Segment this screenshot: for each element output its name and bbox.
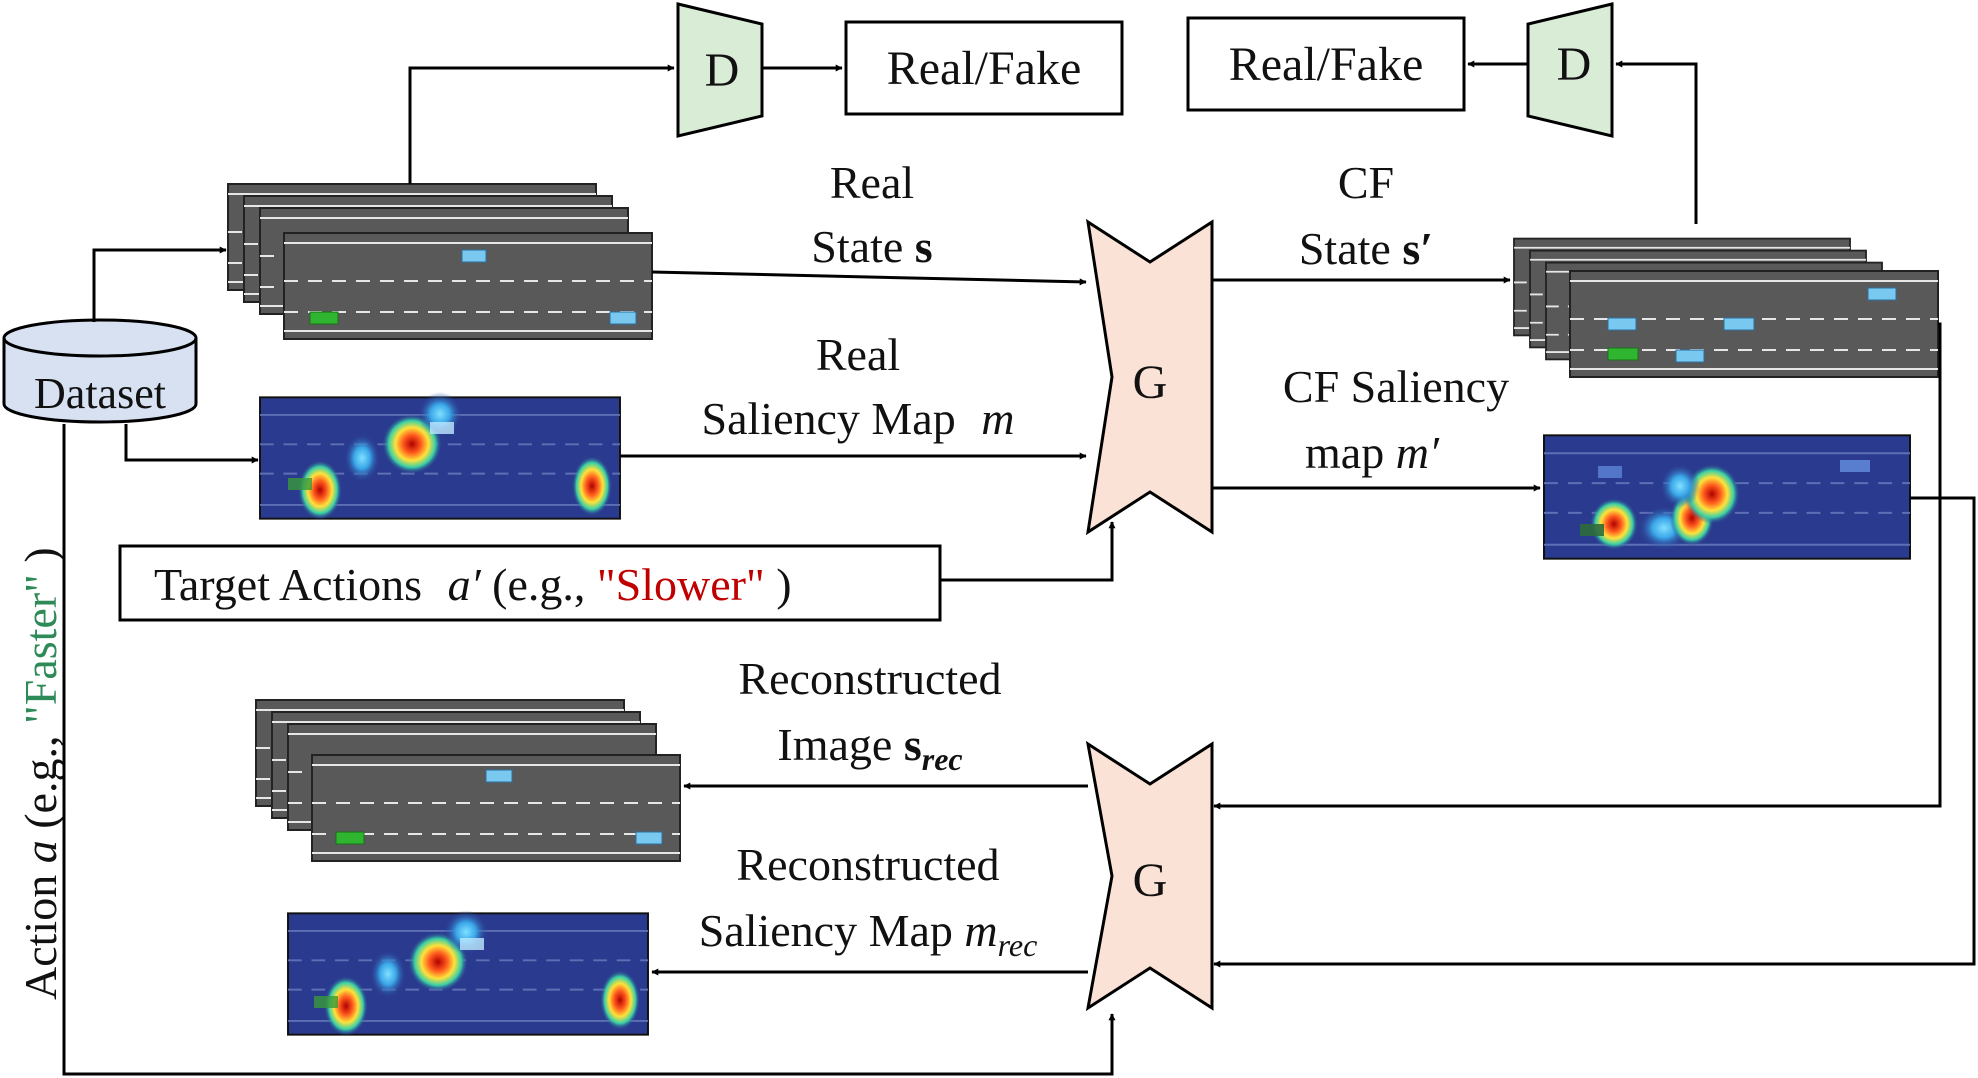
edge-label-real-saliency: Real Saliency Map m [702, 329, 1015, 444]
edge-label-cf-state: CF State s′ [1299, 157, 1433, 274]
road-state-icon [310, 753, 682, 863]
edge-label-real-state: Real State s [811, 157, 932, 272]
dataset-label: Dataset [34, 369, 166, 418]
reconstructed-saliency-map [287, 910, 649, 1036]
slower-example: "Slower" [597, 559, 765, 610]
arrow-cf-saliency-to-gen-bottom [1213, 496, 1976, 968]
cf-saliency-map [1542, 434, 1912, 560]
real-state-stack [227, 183, 654, 341]
realfake-left-box: Real/Fake [844, 20, 1124, 116]
generator-top-label: G [1133, 356, 1168, 409]
discriminator-left: D [676, 2, 764, 138]
discriminator-right-label: D [1557, 38, 1592, 91]
arrow-state-to-disc-left [408, 64, 675, 184]
arrow-cf-state-to-disc-right [1615, 60, 1698, 224]
svg-text:Saliency Map m: Saliency Map m [702, 393, 1015, 444]
svg-text:Saliency Map mrec: Saliency Map mrec [699, 905, 1038, 963]
svg-text:Real: Real [830, 157, 914, 208]
discriminator-left-label: D [705, 44, 740, 97]
faster-example: "Faster" [15, 574, 66, 724]
arrow-dataset-to-state [92, 246, 227, 322]
svg-text:State s′: State s′ [1299, 223, 1433, 274]
svg-text:CF: CF [1338, 157, 1394, 208]
reconstructed-state-stack [255, 699, 682, 863]
svg-text:Action a (e.g.,: Action a (e.g., "Faster" ) [15, 547, 66, 1000]
arrows [62, 60, 1976, 1076]
cf-state-stack [1512, 237, 1940, 379]
arrow-real-state-to-gen [651, 270, 1087, 286]
generator-top: G [1086, 218, 1214, 536]
svg-text:map m′: map m′ [1305, 427, 1440, 478]
discriminator-right: D [1526, 2, 1614, 138]
saliency-map-icon [288, 392, 612, 520]
svg-text:State s: State s [811, 221, 932, 272]
arrow-cf-state-to-gen-bottom [1213, 322, 1942, 810]
arrow-action-to-gen-bottom [62, 424, 1116, 1076]
svg-text:Reconstructed: Reconstructed [738, 653, 1001, 704]
saliency-map-icon [314, 910, 640, 1036]
edge-label-reconstructed-image: Reconstructed Image srec [738, 653, 1001, 777]
dataset-node: Dataset [2, 318, 198, 424]
target-actions-label: Target Actions a′ (e.g., "Slower" ) [154, 559, 792, 610]
saliency-map-icon [1580, 460, 1870, 550]
svg-text:Real: Real [816, 329, 900, 380]
realfake-right-box: Real/Fake [1186, 16, 1466, 112]
svg-text:Image srec: Image srec [777, 719, 962, 777]
real-saliency-map [259, 392, 621, 520]
edge-label-action: Action a (e.g., "Faster" ) [15, 547, 66, 1000]
generator-bottom: G [1085, 740, 1214, 1012]
svg-text:Reconstructed: Reconstructed [736, 839, 999, 890]
edge-label-cf-saliency: CF Saliency map m′ [1283, 361, 1509, 478]
arrow-target-to-gen [940, 521, 1116, 582]
realfake-right-label: Real/Fake [1229, 38, 1424, 91]
road-state-icon [1568, 269, 1940, 379]
edge-label-reconstructed-saliency: Reconstructed Saliency Map mrec [699, 839, 1038, 963]
arrow-dataset-to-saliency [124, 424, 259, 464]
svg-text:CF Saliency: CF Saliency [1283, 361, 1509, 412]
road-state-icon [282, 231, 654, 341]
generator-bottom-label: G [1133, 854, 1168, 907]
target-actions-box: Target Actions a′ (e.g., "Slower" ) [118, 544, 942, 622]
realfake-left-label: Real/Fake [887, 42, 1082, 95]
